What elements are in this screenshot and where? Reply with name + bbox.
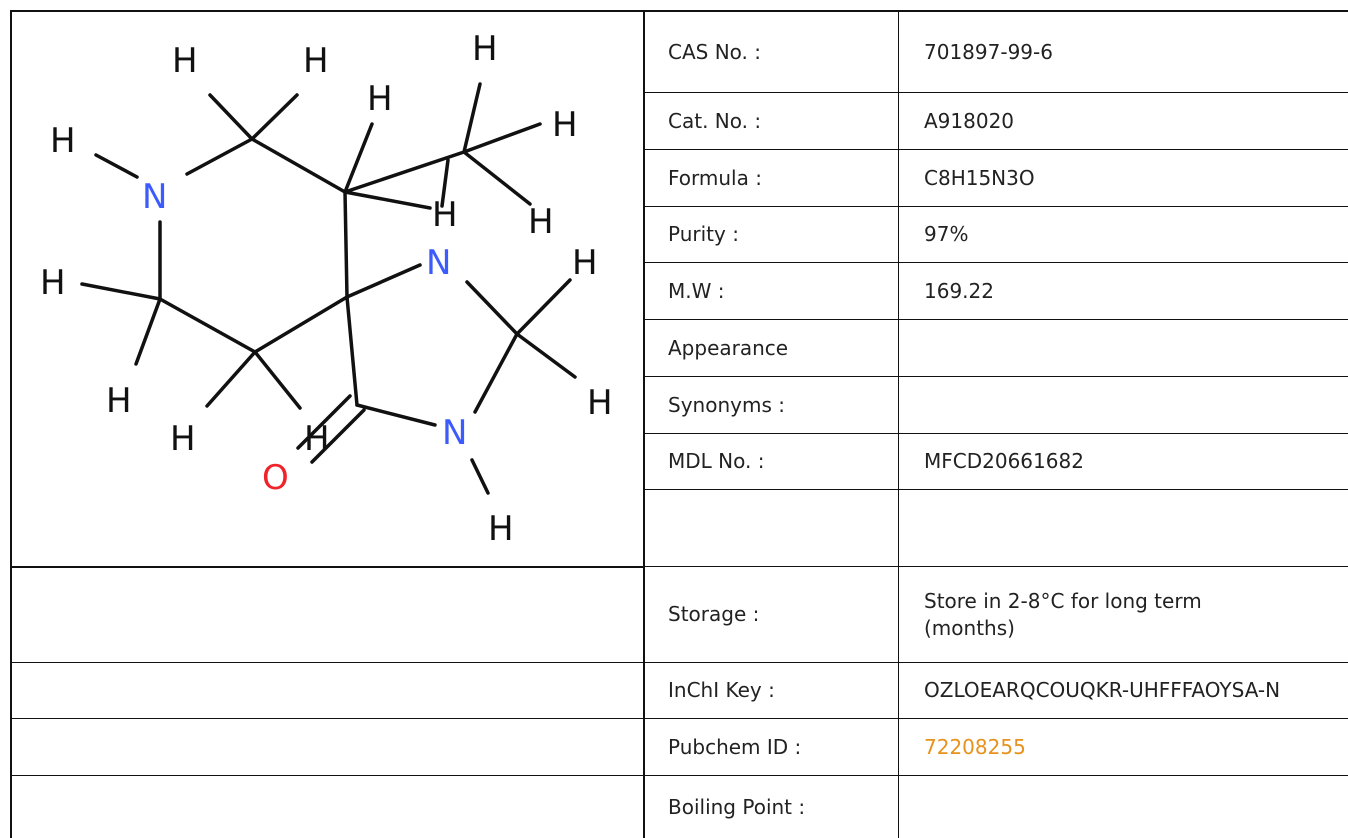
storage-label: Storage :: [668, 602, 760, 626]
atom-labels: H H H H H H N H H N H H H H N H H O H: [40, 29, 613, 549]
boiling-point-value: [924, 776, 1344, 838]
bond: [462, 122, 542, 154]
cas-label: CAS No. :: [668, 39, 761, 64]
bond: [94, 153, 139, 179]
atom-label-h: H: [50, 121, 76, 161]
bond: [310, 408, 366, 464]
atom-label-h: H: [528, 202, 554, 242]
appearance-label: Appearance: [668, 335, 789, 360]
purity-value: 97%: [924, 222, 969, 246]
bond: [343, 190, 432, 210]
bond: [470, 458, 490, 495]
bond: [208, 93, 254, 141]
bond: [473, 332, 519, 414]
bond: [253, 350, 302, 410]
formula-value: C8H15N3O: [924, 165, 1035, 190]
atom-label-h: H: [552, 105, 578, 145]
inchi-key-label: InChI Key :: [668, 678, 775, 702]
mdl-label: MDL No. :: [668, 449, 765, 473]
molecule-structure-diagram: H H H H H H N H H N H H H H N H H O H: [40, 29, 613, 549]
atom-label-h: H: [40, 263, 66, 303]
pubchem-id-link[interactable]: 72208255: [924, 734, 1026, 759]
bond: [465, 280, 519, 336]
row-separator: [644, 319, 1348, 320]
atom-label-h: H: [572, 243, 598, 283]
bond: [158, 297, 257, 354]
bond: [134, 297, 162, 366]
row-separator: [644, 566, 1348, 567]
row-separator: [644, 376, 1348, 377]
bond: [462, 82, 482, 154]
bond: [343, 122, 374, 194]
bonds: [80, 82, 577, 495]
cas-value: 701897-99-6: [924, 39, 1053, 64]
atom-label-h: H: [303, 41, 329, 81]
mw-value: 169.22: [924, 278, 994, 303]
bond: [253, 295, 349, 354]
row-separator: [644, 433, 1348, 434]
row-separator: [10, 718, 1348, 719]
atom-label-h: H: [432, 195, 458, 235]
row-separator: [644, 92, 1348, 93]
atom-label-h: H: [172, 41, 198, 81]
row-separator: [644, 262, 1348, 263]
synonyms-value: [924, 377, 1344, 433]
bond: [343, 150, 466, 194]
row-separator: [10, 662, 1348, 663]
atom-label-h: H: [587, 383, 613, 423]
bond: [250, 93, 299, 141]
bond: [355, 403, 437, 427]
bond: [345, 263, 422, 299]
atom-label-n: N: [426, 243, 451, 283]
atom-label-n: N: [442, 413, 467, 453]
table-border-left: [10, 10, 12, 838]
bond: [205, 350, 257, 408]
atom-label-h: H: [304, 419, 330, 459]
bond: [515, 332, 577, 379]
cat-no-label: Cat. No. :: [668, 108, 762, 133]
pubchem-id-label: Pubchem ID :: [668, 734, 802, 759]
boiling-point-label: Boiling Point :: [668, 794, 806, 819]
atom-label-h: H: [488, 509, 514, 549]
mw-label: M.W :: [668, 278, 725, 303]
bond: [296, 394, 352, 450]
bond: [343, 190, 349, 299]
bond: [345, 295, 359, 407]
purity-label: Purity :: [668, 222, 739, 246]
row-separator: [644, 206, 1348, 207]
table-divider-col2: [898, 10, 899, 838]
bond: [515, 278, 572, 336]
bond: [80, 282, 162, 301]
row-separator: [10, 775, 1348, 776]
atom-label-h: H: [367, 79, 393, 119]
atom-label-h: H: [170, 419, 196, 459]
row-separator: [644, 489, 1348, 490]
structure-bottom-border: [10, 566, 645, 568]
atom-label-h: H: [472, 29, 498, 69]
atom-label-o: O: [262, 458, 289, 498]
atom-label-n: N: [142, 177, 167, 217]
table-border-top: [10, 10, 1348, 12]
cat-no-value: A918020: [924, 108, 1015, 133]
table-divider-col1: [643, 10, 645, 838]
bond: [462, 150, 532, 206]
bond: [440, 158, 450, 208]
mdl-value: MFCD20661682: [924, 449, 1084, 473]
bond: [250, 137, 347, 194]
inchi-key-value: OZLOEARQCOUQKR-UHFFFAOYSA-N: [924, 678, 1281, 702]
appearance-value: [924, 320, 1344, 376]
row-separator: [644, 149, 1348, 150]
formula-label: Formula :: [668, 165, 762, 190]
storage-value: Store in 2-8°C for long term (months): [924, 588, 1202, 640]
atom-label-h: H: [106, 381, 132, 421]
synonyms-label: Synonyms :: [668, 392, 785, 417]
bond: [185, 137, 254, 176]
